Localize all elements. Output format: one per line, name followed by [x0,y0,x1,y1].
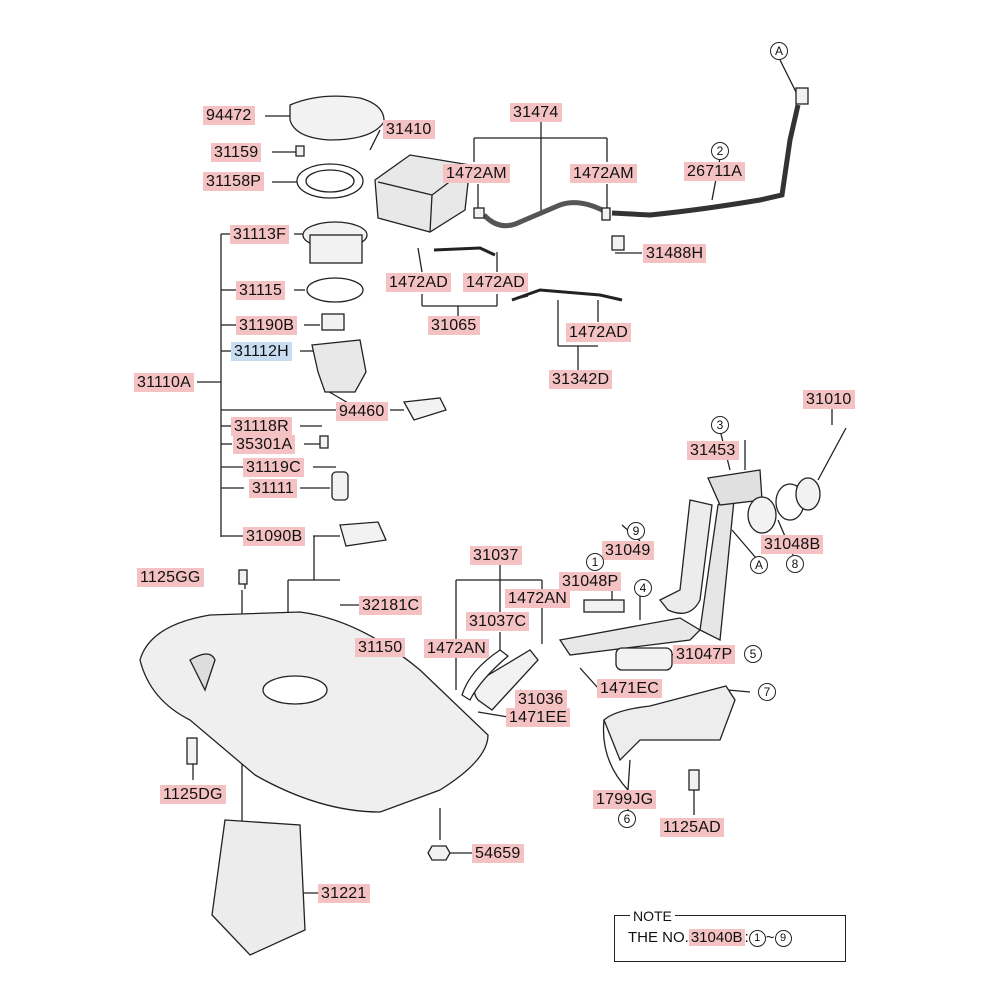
note-prefix: THE NO. [628,929,689,946]
part-label-31119c[interactable]: 31119C [243,458,304,477]
note-title: NOTE [630,908,675,924]
part-label-26711a[interactable]: 26711A [684,162,746,181]
part-label-94472[interactable]: 94472 [203,106,255,125]
part-label-31112h[interactable]: 31112H [231,342,292,361]
part-label-31113f[interactable]: 31113F [230,225,290,244]
note-range-end: 9 [774,929,792,947]
part-label-31065[interactable]: 31065 [428,316,480,335]
part-label-31150[interactable]: 31150 [355,638,406,657]
note-range-start: 1 [748,929,766,947]
callout-marker-9: 9 [627,522,645,540]
part-label-31410[interactable]: 31410 [383,120,435,139]
part-label-31090b[interactable]: 31090B [243,527,306,546]
part-label-31111[interactable]: 31111 [249,479,297,498]
callout-marker-1: 1 [586,553,604,571]
part-label-1125gg[interactable]: 1125GG [137,568,204,587]
part-label-1471ee[interactable]: 1471EE [506,708,571,727]
part-label-31115[interactable]: 31115 [236,281,286,300]
part-label-1125ad[interactable]: 1125AD [660,818,724,837]
part-label-1472am-right[interactable]: 1472AM [570,164,637,183]
callout-marker-2: 2 [711,142,729,160]
callout-marker-8: 8 [786,555,804,573]
callout-marker-4: 4 [634,579,652,597]
part-label-31037[interactable]: 31037 [470,546,522,565]
note-colon: : [744,929,749,946]
part-label-31342d[interactable]: 31342D [549,370,613,389]
callout-marker-6: 6 [618,810,636,828]
part-label-54659[interactable]: 54659 [472,844,524,863]
callout-marker-5: 5 [744,645,762,663]
part-label-1471ec[interactable]: 1471EC [597,679,663,698]
part-label-1472ad-right[interactable]: 1472AD [566,323,632,342]
part-label-31048b[interactable]: 31048B [761,535,824,554]
part-label-31159[interactable]: 31159 [211,143,262,162]
part-label-35301a[interactable]: 35301A [233,435,296,454]
callout-marker-3: 3 [711,416,729,434]
part-label-94460[interactable]: 94460 [336,402,388,421]
part-label-31037c[interactable]: 31037C [466,612,530,631]
part-label-31118r[interactable]: 31118R [231,417,292,436]
part-label-1472ad-left[interactable]: 1472AD [386,273,452,292]
note-text: THE NO.31040B:1~9 [628,929,792,947]
connector-marker-a-mid: A [750,556,768,574]
part-label-31047p[interactable]: 31047P [673,645,736,664]
note-tilde: ~ [765,929,775,946]
part-label-1472ad-mid[interactable]: 1472AD [463,273,529,292]
part-label-31158p[interactable]: 31158P [203,172,265,191]
part-label-32181c[interactable]: 32181C [359,596,423,615]
note-part-number[interactable]: 31040B [688,929,745,946]
part-label-1799jg[interactable]: 1799JG [593,790,657,809]
part-label-31110a[interactable]: 31110A [134,373,194,392]
part-label-31010[interactable]: 31010 [803,390,855,409]
part-label-1472an-left[interactable]: 1472AN [424,639,490,658]
part-label-31048p[interactable]: 31048P [559,572,622,591]
part-label-31474[interactable]: 31474 [510,103,562,122]
part-label-1472am-left[interactable]: 1472AM [443,164,510,183]
part-label-1472an-right[interactable]: 1472AN [505,589,571,608]
part-label-31036[interactable]: 31036 [515,690,567,709]
part-label-31221[interactable]: 31221 [318,884,370,903]
part-label-1125dg[interactable]: 1125DG [160,785,226,804]
part-label-31488h[interactable]: 31488H [643,244,707,263]
part-label-31049[interactable]: 31049 [602,541,654,560]
callout-marker-7: 7 [758,683,776,701]
part-label-31453[interactable]: 31453 [687,441,739,460]
part-label-31190b[interactable]: 31190B [236,316,298,335]
connector-marker-a-top: A [770,42,788,60]
